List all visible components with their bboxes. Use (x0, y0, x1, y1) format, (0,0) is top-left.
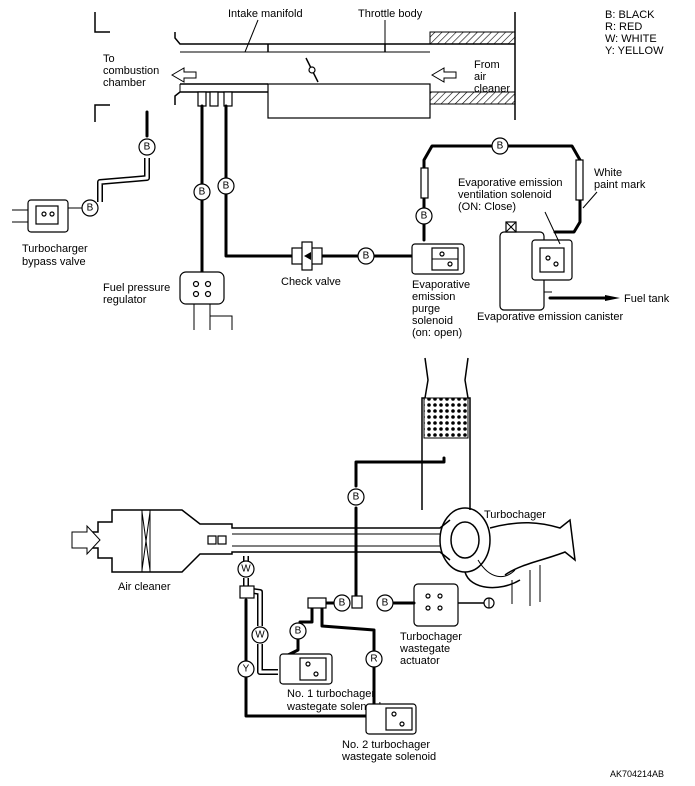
throttle-body-label: Throttle body (358, 8, 423, 20)
air-cleaner-label: Air cleaner (118, 581, 171, 593)
tag-bypass-valve: B (81, 199, 99, 217)
no2-turbocharger-wastegate-solenoid (365, 703, 417, 735)
svg-text:B: B (199, 187, 206, 198)
tag-turbo-to-tee: B (347, 488, 365, 506)
purge-label-2: emission (412, 291, 455, 303)
fuel-pressure-label-1: Fuel pressure (103, 282, 170, 294)
evaporative-emission-ventilation-solenoid (531, 239, 573, 281)
tag-purge-hose: B (217, 177, 235, 195)
purge-label-1: Evaporative (412, 279, 470, 291)
svg-text:W: W (255, 630, 265, 641)
color-legend: B: BLACK R: RED W: WHITE Y: YELLOW (605, 9, 664, 57)
fuel-tank-label: Fuel tank (624, 293, 670, 305)
evaporative-emission-purge-solenoid (411, 243, 465, 275)
purge-label-3: purge (412, 303, 440, 315)
from-air-label-3: cleaner (474, 83, 510, 95)
figure-id: AK704214AB (610, 769, 664, 779)
tag-fuel-pressure-hose: B (193, 183, 211, 201)
vent-label-3: (ON: Close) (458, 201, 516, 213)
wastegate-actuator-label-3: actuator (400, 655, 440, 667)
lower-vacuum-hoses (243, 456, 446, 718)
tag-tee-right: B (376, 594, 394, 612)
vent-label-2: ventilation solenoid (458, 189, 552, 201)
tag-bypass-hose: B (138, 138, 156, 156)
tag-tee-to-no1: B (289, 622, 307, 640)
bypass-valve-label-1: Turbocharger (22, 243, 88, 255)
no2-solenoid-label-1: No. 2 turbochager (342, 739, 430, 751)
to-combustion-label-1: To (103, 53, 115, 65)
purge-label-4: solenoid (412, 315, 453, 327)
to-combustion-label-2: combustion (103, 65, 159, 77)
svg-text:W: W (241, 564, 251, 575)
svg-text:B: B (497, 141, 504, 152)
tag-red: R (365, 650, 383, 668)
svg-text:B: B (339, 598, 346, 609)
svg-text:Y: Y (243, 664, 250, 675)
tag-top-loop: B (491, 137, 509, 155)
no1-solenoid-label-2: wastegate solenoid (286, 701, 381, 713)
tag-yellow: Y (237, 660, 255, 678)
exhaust-and-catalyst (421, 357, 471, 510)
svg-text:B: B (295, 626, 302, 637)
intake-labels: Intake manifold Throttle body To combust… (103, 8, 510, 95)
tag-purge-in: B (415, 207, 433, 225)
wastegate-actuator-label-1: Turbochager (400, 631, 462, 643)
intake-manifold-label: Intake manifold (228, 8, 303, 20)
fuel-pressure-label-2: regulator (103, 294, 147, 306)
tag-check-valve-out: B (357, 247, 375, 265)
bypass-valve-label-2: bypass valve (22, 256, 86, 268)
tag-white-lower: W (251, 626, 269, 644)
tee-fitting (239, 585, 363, 609)
svg-text:B: B (421, 211, 428, 222)
turbocharger-bypass-valve (12, 199, 90, 233)
intake-duct (71, 509, 451, 573)
svg-text:B: B (353, 492, 360, 503)
svg-text:R: R (370, 654, 377, 665)
no1-turbocharger-wastegate-solenoid (279, 653, 333, 685)
no2-solenoid-label-2: wastegate solenoid (341, 751, 436, 763)
svg-text:B: B (382, 598, 389, 609)
svg-text:B: B (144, 142, 151, 153)
turbocharger-label: Turbochager (484, 509, 546, 521)
white-paint-label-2: paint mark (594, 179, 646, 191)
legend-black: B: BLACK (605, 9, 655, 21)
intake-manifold (94, 12, 516, 122)
purge-label-5: (on: open) (412, 327, 462, 339)
from-air-label-2: air (474, 71, 487, 83)
upper-vacuum-hoses (97, 104, 620, 301)
canister-label: Evaporative emission canister (477, 311, 623, 323)
check-valve (291, 241, 323, 271)
check-valve-label: Check valve (281, 276, 341, 288)
turbocharger (439, 507, 576, 606)
no1-solenoid-label-1: No. 1 turbochager (287, 688, 375, 700)
svg-text:B: B (363, 251, 370, 262)
legend-red: R: RED (605, 21, 642, 33)
svg-text:B: B (223, 181, 230, 192)
white-paint-label-1: White (594, 167, 622, 179)
tag-tee-left: B (333, 594, 351, 612)
wastegate-actuator-label-2: wastegate (399, 643, 450, 655)
from-air-label-1: From (474, 59, 500, 71)
vent-label-1: Evaporative emission (458, 177, 563, 189)
to-combustion-label-3: chamber (103, 77, 146, 89)
legend-yellow: Y: YELLOW (605, 45, 664, 57)
legend-white: W: WHITE (605, 33, 657, 45)
fuel-pressure-regulator (179, 271, 233, 330)
tag-white-upper: W (237, 560, 255, 578)
svg-text:B: B (87, 203, 94, 214)
turbocharger-wastegate-actuator (413, 583, 495, 627)
